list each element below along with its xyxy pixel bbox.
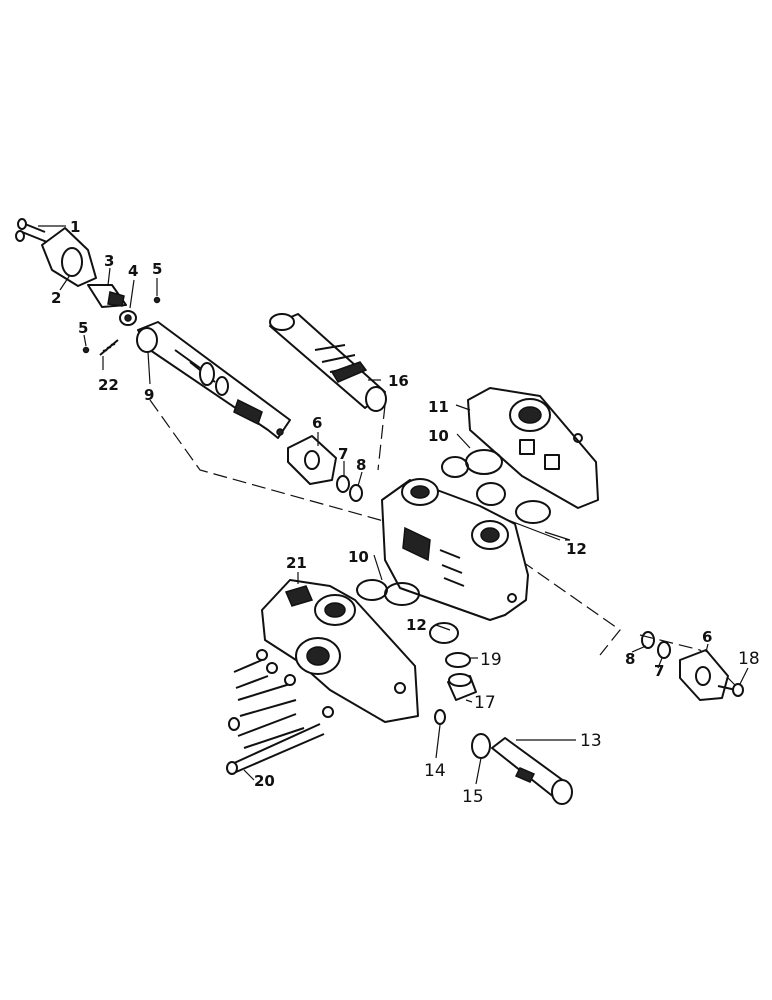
part-6-cap-right — [679, 649, 729, 701]
callout-7-left: 7 — [338, 445, 348, 463]
callout-5-top: 5 — [152, 260, 162, 278]
callout-20: 20 — [254, 772, 275, 790]
callout-2: 2 — [51, 289, 61, 307]
part-18-screw — [717, 683, 744, 697]
part-8-oring-right — [641, 631, 655, 649]
part-12-seal-lower — [429, 622, 459, 644]
callout-4: 4 — [128, 262, 138, 280]
part-8-oring-left — [349, 484, 363, 502]
part-5-pins — [82, 296, 161, 354]
callout-6-right: 6 — [702, 628, 712, 646]
callout-6-left: 6 — [312, 414, 322, 432]
part-11-end-section — [467, 387, 599, 509]
part-10-seals-lower — [356, 579, 420, 606]
part-10-seals-upper — [441, 449, 506, 506]
callout-10-upper: 10 — [428, 427, 449, 445]
centerline-right — [639, 634, 736, 686]
callout-5-left: 5 — [78, 319, 88, 337]
callout-7-right: 7 — [654, 662, 664, 680]
part-4-washer — [119, 310, 137, 326]
callout-22: 22 — [98, 376, 119, 394]
part-16-spool-assembly — [269, 313, 387, 412]
part-14-washer — [434, 709, 446, 725]
callout-12-lower: 12 — [406, 616, 427, 634]
callout-16: 16 — [388, 372, 409, 390]
valve-body — [381, 478, 529, 621]
part-19-oring — [445, 652, 471, 668]
callout-14: 14 — [424, 761, 446, 781]
callout-10-lower: 10 — [348, 548, 369, 566]
part-12-seals-upper — [515, 500, 551, 524]
callout-1: 1 — [70, 218, 80, 236]
callout-15: 15 — [462, 787, 484, 807]
callout-13: 13 — [580, 731, 602, 751]
part-9-spool — [136, 321, 291, 439]
part-6-cap-left — [287, 435, 337, 485]
part-15-oring — [471, 733, 491, 759]
part-7-oring-left — [336, 475, 350, 493]
part-21-inlet-section — [261, 579, 419, 723]
callout-3: 3 — [104, 252, 114, 270]
part-17-plug — [447, 673, 477, 701]
centerline-16 — [377, 404, 386, 471]
callout-8-right: 8 — [625, 650, 635, 668]
callout-17: 17 — [474, 693, 496, 713]
leader-lines — [38, 225, 749, 785]
part-3-sleeve — [87, 284, 127, 308]
callout-8-left: 8 — [356, 456, 366, 474]
part-22-spring-pin — [99, 339, 119, 356]
part-13-relief-valve — [491, 737, 573, 805]
callout-9: 9 — [144, 386, 154, 404]
part-1-screws — [15, 218, 48, 243]
callout-11: 11 — [428, 398, 449, 416]
callout-18: 18 — [738, 649, 760, 669]
callout-19: 19 — [480, 650, 502, 670]
callout-labels: 1 2 3 4 5 5 22 9 16 11 10 6 7 8 12 21 10… — [51, 218, 760, 807]
part-2-bracket — [41, 227, 97, 287]
callout-12-upper: 12 — [566, 540, 587, 558]
part-7-oring-right — [657, 641, 671, 659]
part-20-tie-rods — [226, 649, 334, 775]
callout-21: 21 — [286, 554, 307, 572]
